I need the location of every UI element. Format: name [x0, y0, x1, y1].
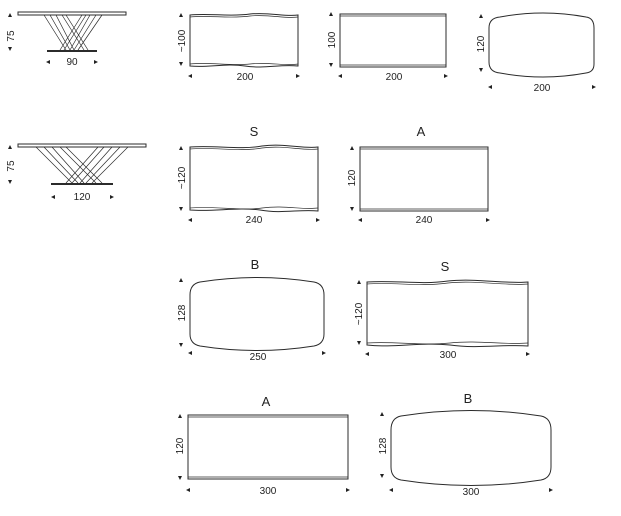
top-view-rect-300: A 120 300 [175, 394, 350, 497]
side-height-label: 75 [6, 160, 17, 172]
depth-label: 128 [177, 304, 188, 321]
tabletop-outline [189, 277, 325, 351]
depth-label: 120 [175, 437, 186, 454]
shape-label: A [262, 394, 271, 409]
width-label: 240 [416, 215, 433, 226]
depth-label: 120 [476, 35, 487, 52]
top-view-barrel-250: B 128 250 [177, 257, 326, 363]
tabletop-outline [187, 414, 349, 480]
depth-label: ~100 [177, 29, 188, 52]
shape-label: A [417, 124, 426, 139]
side-view-small: 75 90 [6, 11, 127, 68]
width-label: 200 [237, 72, 254, 83]
shape-label: S [441, 259, 450, 274]
tabletop-outline [488, 12, 595, 78]
width-label: 300 [440, 350, 457, 361]
tabletop-outline [366, 279, 529, 348]
shape-label: S [250, 124, 259, 139]
base-legs [43, 14, 103, 51]
depth-label: 120 [347, 169, 358, 186]
top-view-rect-200: 100 200 [327, 12, 448, 83]
side-height-label: 75 [6, 30, 17, 42]
width-label: 300 [463, 487, 480, 498]
tabletop-side [17, 143, 147, 148]
shape-label: B [251, 257, 260, 272]
tabletop-outline [359, 146, 489, 212]
depth-label: ~120 [354, 302, 365, 325]
width-label: 240 [246, 215, 263, 226]
tabletop-side [17, 11, 127, 16]
side-width-label: 90 [66, 57, 78, 68]
tabletop-outline [390, 410, 552, 486]
top-view-barrel-200: 120 200 [476, 12, 596, 94]
top-view-wavy-200: ~100 200 [177, 13, 300, 83]
side-width-label: 120 [74, 192, 91, 203]
width-label: 200 [534, 83, 551, 94]
width-label: 300 [260, 486, 277, 497]
top-view-rect-240: A 120 240 [347, 124, 490, 226]
base-legs [35, 146, 129, 184]
top-view-wavy-300: S ~120 300 [354, 259, 530, 361]
depth-label: 128 [378, 437, 389, 454]
width-label: 200 [386, 72, 403, 83]
tabletop-outline [189, 13, 299, 68]
width-label: 250 [250, 352, 267, 363]
top-view-barrel-300: B 128 300 [378, 391, 553, 498]
depth-label: 100 [327, 31, 338, 48]
top-view-wavy-240: S ~120 240 [177, 124, 320, 226]
depth-label: ~120 [177, 166, 188, 189]
shape-label: B [464, 391, 473, 406]
tabletop-outline [189, 144, 319, 213]
side-view-large: 75 120 [6, 143, 147, 203]
tabletop-outline [339, 13, 447, 68]
